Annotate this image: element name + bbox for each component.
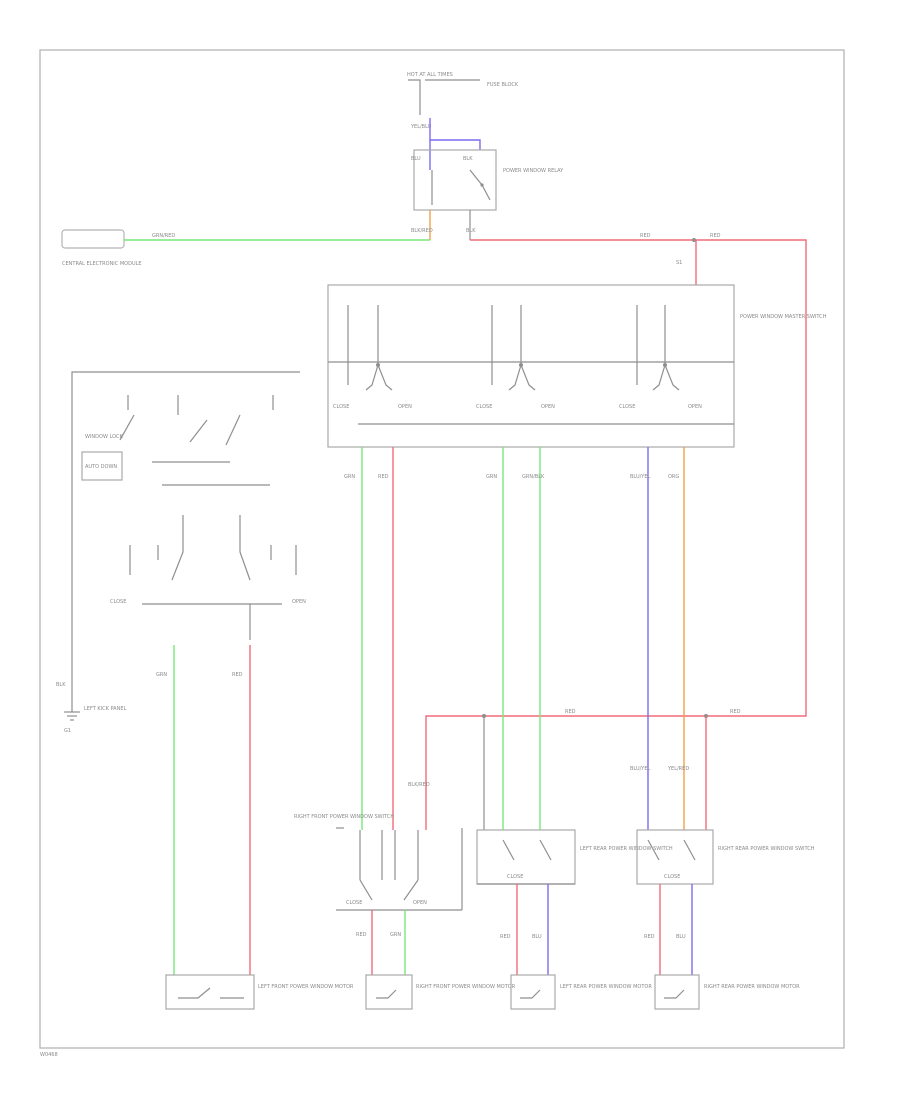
wire-label-feed-2: RED [710,233,721,239]
rf-switch-label: RIGHT FRONT POWER WINDOW SWITCH [294,814,394,820]
wire-label-rr-up: BLU/YEL [630,474,651,480]
left-front-window-motor: LEFT FRONT POWER WINDOW MOTOR [165,974,354,1010]
wire-fuse-to-relay [429,118,481,150]
ground-wire-label: BLK [56,682,66,688]
right-rear-window-switch: RIGHT REAR POWER WINDOW SWITCH CLOSE [636,829,815,885]
wire-label-rr-down: ORG [668,474,679,480]
master-close-label-lr: CLOSE [476,404,492,410]
wire-label-bus-2: RED [730,709,741,715]
rf-open-label: OPEN [413,900,427,906]
left-front-master-switch: CLOSE OPEN [110,515,306,640]
rr-motor-label: RIGHT REAR POWER WINDOW MOTOR [704,984,800,990]
lr-close-label: CLOSE [507,874,523,880]
wire-label-rr-in-b: YEL/RED [667,766,689,772]
master-close-label-rr: CLOSE [619,404,635,410]
master-switch-label: POWER WINDOW MASTER SWITCH [740,314,827,320]
fuse-name-label: FUSE BLOCK [487,82,519,88]
power-window-master-switch: POWER WINDOW MASTER SWITCH CLOSE OPEN CL… [327,284,827,448]
rf-close-label: CLOSE [346,900,362,906]
wire-label-rf-feed: BLK/RED [408,782,430,788]
wire-label-rf-up: GRN [344,474,355,480]
ground-id: G1 [64,728,71,734]
window-lock-switch: WINDOW LOCK AUTO DOWN [71,371,300,640]
power-window-relay: POWER WINDOW RELAY [413,149,564,211]
splice-label: S1 [676,260,682,266]
wire-label-rfm-a: RED [356,932,367,938]
ground-symbol [64,711,80,721]
rr-close-label: CLOSE [664,874,680,880]
wire-label-fuse-out: YEL/BLU [410,124,432,130]
wire-label-relay-out: BLK/RED [411,228,433,234]
central-electronic-module: CENTRAL ELECTRONIC MODULE [61,229,142,267]
wire-label-cem: GRN/RED [152,233,175,239]
master-switch-group-rr: CLOSE OPEN [619,305,702,410]
wire-label-lr-up: GRN [486,474,497,480]
rr-switch-label: RIGHT REAR POWER WINDOW SWITCH [718,846,815,852]
wire-label-bus-1: RED [565,709,576,715]
master-switch-group-rf: CLOSE OPEN [333,305,412,410]
wire-label-lf-down: RED [232,672,243,678]
rf-motor-label: RIGHT FRONT POWER WINDOW MOTOR [416,984,516,990]
right-rear-window-motor: RIGHT REAR POWER WINDOW MOTOR [654,974,800,1010]
relay-label: POWER WINDOW RELAY [503,168,564,174]
master-switch-group-lr: CLOSE OPEN [476,305,555,410]
ground-name: LEFT KICK PANEL [84,706,127,712]
wire-label-lf-up: GRN [156,672,167,678]
wire-label-relay-a: BLU [411,156,421,162]
auto-down-label: AUTO DOWN [85,464,117,470]
wire-label-relay-b: BLK [463,156,473,162]
right-front-window-switch: RIGHT FRONT POWER WINDOW SWITCH CLOSE OP… [294,814,463,911]
left-rear-window-motor: LEFT REAR POWER WINDOW MOTOR [510,974,652,1010]
master-open-label-rf: OPEN [398,404,412,410]
wire-main-feed [425,239,807,830]
window-lock-label: WINDOW LOCK [85,434,124,440]
wire-label-rfm-b: GRN [390,932,401,938]
wire-label-feed-1: RED [640,233,651,239]
right-front-window-motor: RIGHT FRONT POWER WINDOW MOTOR [365,974,516,1010]
lf-close-label: CLOSE [110,599,126,605]
master-open-label-rr: OPEN [688,404,702,410]
master-open-label-lr: OPEN [541,404,555,410]
lr-motor-label: LEFT REAR POWER WINDOW MOTOR [560,984,652,990]
lr-switch-label: LEFT REAR POWER WINDOW SWITCH [580,846,673,852]
left-rear-window-switch: LEFT REAR POWER WINDOW SWITCH CLOSE [476,829,673,885]
diagram-frame [39,49,845,1049]
wire-label-lrm-a: RED [500,934,511,940]
wire-label-rrm-a: RED [644,934,655,940]
wire-label-rrm-b: BLU [676,934,686,940]
lf-open-label: OPEN [292,599,306,605]
wire-label-rf-down: RED [378,474,389,480]
wire-label-rr-in-a: BLU/YEL [630,766,651,772]
wire-label-lrm-b: BLU [532,934,542,940]
fuse-block-label: HOT AT ALL TIMES [407,72,453,78]
master-close-label-rf: CLOSE [333,404,349,410]
cem-label: CENTRAL ELECTRONIC MODULE [62,261,142,267]
figure-id: W0468 [40,1052,58,1058]
fuse-block: HOT AT ALL TIMES FUSE BLOCK [407,72,519,115]
wire-label-relay-gnd: BLK [466,228,476,234]
lf-motor-label: LEFT FRONT POWER WINDOW MOTOR [258,984,354,990]
wire-label-lr-down: GRN/BLK [522,474,545,480]
